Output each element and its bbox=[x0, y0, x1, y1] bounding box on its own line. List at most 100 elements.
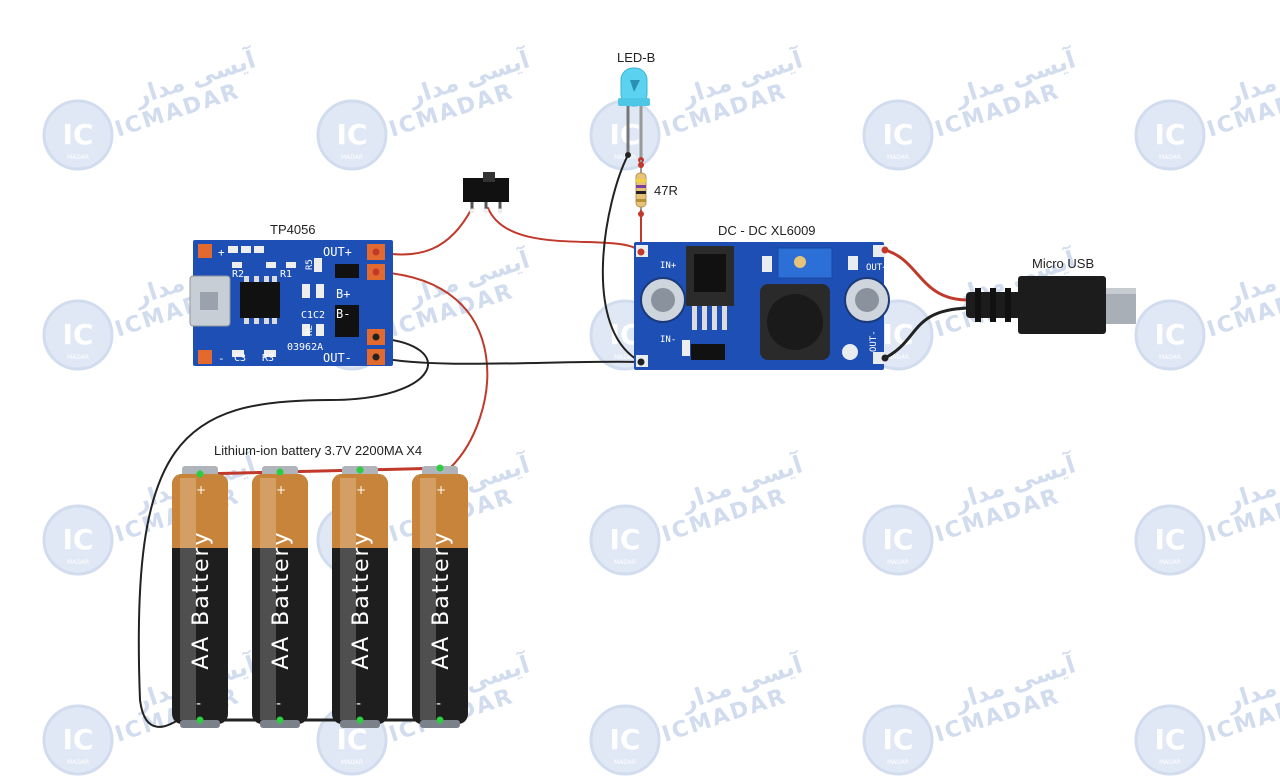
battery-minus-sign: - bbox=[356, 696, 361, 712]
watermark-logo-small: MADAR bbox=[1159, 354, 1181, 361]
watermark-logo: IC bbox=[337, 118, 368, 151]
tp4056-r3-silk: R3 bbox=[262, 353, 274, 364]
watermark-logo-small: MADAR bbox=[67, 559, 89, 566]
tp4056-minus-silk: - bbox=[218, 352, 225, 365]
watermark-logo: IC bbox=[883, 118, 914, 151]
watermark-logo: IC bbox=[1155, 318, 1186, 351]
wire-vout-minus-to-usb bbox=[883, 306, 970, 360]
wire-b-minus-to-battery bbox=[137, 337, 429, 728]
tp4056-r1-silk: R1 bbox=[280, 269, 292, 280]
xl6009-out-plus-silk: OUT+ bbox=[866, 263, 888, 273]
battery-plus-sign: + bbox=[196, 483, 206, 497]
watermark-logo-small: MADAR bbox=[887, 759, 909, 766]
wires bbox=[137, 154, 970, 728]
watermark-logo-small: MADAR bbox=[614, 154, 636, 161]
aa-battery: + - AA Battery bbox=[252, 466, 308, 728]
wire-b-plus-to-battery bbox=[376, 271, 489, 469]
tp4056-plus-silk: + bbox=[218, 246, 225, 259]
resistor-label: 47R bbox=[654, 183, 678, 198]
tp4056-out-minus-silk: OUT- bbox=[323, 351, 352, 365]
micro-usb-plug: Micro USB bbox=[966, 256, 1136, 334]
battery-minus-sign: - bbox=[436, 696, 441, 712]
watermark-logo: IC bbox=[63, 118, 94, 151]
battery-plus-sign: + bbox=[436, 483, 446, 497]
battery-label: AA Battery bbox=[429, 530, 454, 669]
aa-battery: + - AA Battery bbox=[172, 466, 228, 728]
battery-plus-sign: + bbox=[356, 483, 366, 497]
watermark-logo-small: MADAR bbox=[67, 154, 89, 161]
wire-out-minus-to-in-minus bbox=[376, 356, 642, 365]
xl6009-out-minus-silk: OUT- bbox=[869, 330, 879, 352]
tp4056-r5-silk: R5 bbox=[305, 259, 315, 270]
led-label: LED-B bbox=[617, 50, 655, 65]
tp4056-module: TP4056 + - bbox=[189, 222, 393, 366]
watermark-logo: IC bbox=[883, 523, 914, 556]
battery-plus-rail bbox=[198, 466, 447, 476]
watermark-logo: IC bbox=[1155, 723, 1186, 756]
watermark-logo: IC bbox=[1155, 118, 1186, 151]
xl6009-in-minus-silk: IN- bbox=[660, 335, 676, 345]
watermark-logo-small: MADAR bbox=[614, 559, 636, 566]
tp4056-b-plus-silk: B+ bbox=[336, 287, 350, 301]
xl6009-label: DC - DC XL6009 bbox=[718, 223, 816, 238]
battery-label: AA Battery bbox=[189, 530, 214, 669]
xl6009-in-plus-silk: IN+ bbox=[660, 261, 677, 271]
tp4056-c1c2-silk: C1C2 bbox=[301, 310, 325, 321]
battery-label: AA Battery bbox=[269, 530, 294, 669]
tp4056-c3-silk: C3 bbox=[234, 353, 246, 364]
watermark-logo: IC bbox=[610, 118, 641, 151]
watermark-logo: IC bbox=[63, 723, 94, 756]
resistor: 47R bbox=[635, 160, 678, 217]
battery-minus-sign: - bbox=[276, 696, 281, 712]
tp4056-b-minus-silk: B- bbox=[336, 307, 350, 321]
wire-switch-to-in-plus bbox=[487, 207, 642, 253]
watermark-logo-small: MADAR bbox=[1159, 154, 1181, 161]
watermark-logo: IC bbox=[63, 318, 94, 351]
watermark-logo: IC bbox=[337, 723, 368, 756]
watermark-logo-small: MADAR bbox=[1159, 759, 1181, 766]
watermark-logo-small: MADAR bbox=[614, 759, 636, 766]
watermark-logo: IC bbox=[883, 318, 914, 351]
aa-battery: + - AA Battery bbox=[332, 466, 388, 728]
watermark-logo-small: MADAR bbox=[887, 154, 909, 161]
tp4056-r2-silk: R2 bbox=[232, 269, 244, 280]
battery-label: AA Battery bbox=[349, 530, 374, 669]
tp4056-code-silk: 03962A bbox=[287, 342, 323, 353]
battery-minus-sign: - bbox=[196, 696, 201, 712]
tp4056-rl-silk: RL bbox=[305, 325, 315, 336]
xl6009-module: DC - DC XL6009 IN+ IN- bbox=[634, 223, 890, 370]
wire-led-to-in-minus bbox=[601, 154, 642, 363]
slide-switch bbox=[463, 172, 509, 214]
watermark-logo-small: MADAR bbox=[614, 354, 636, 361]
watermark-logo: IC bbox=[1155, 523, 1186, 556]
usb-label: Micro USB bbox=[1032, 256, 1094, 271]
tp4056-label: TP4056 bbox=[270, 222, 316, 237]
watermark-logo-small: MADAR bbox=[341, 154, 363, 161]
battery-plus-sign: + bbox=[276, 483, 286, 497]
battery-pack: Lithium-ion battery 3.7V 2200MA X4 + - AA … bbox=[172, 443, 468, 728]
watermark-logo: IC bbox=[63, 523, 94, 556]
tp4056-out-plus-silk: OUT+ bbox=[323, 245, 352, 259]
battery-pack-label: Lithium-ion battery 3.7V 2200MA X4 bbox=[214, 443, 422, 458]
aa-battery: + - AA Battery bbox=[412, 466, 468, 728]
led: LED-B bbox=[617, 50, 655, 163]
watermark-logo-small: MADAR bbox=[341, 759, 363, 766]
wire-vout-plus-to-usb bbox=[883, 248, 970, 302]
watermark-logo-small: MADAR bbox=[887, 559, 909, 566]
watermark-logo-small: MADAR bbox=[1159, 559, 1181, 566]
watermark-logo: IC bbox=[610, 723, 641, 756]
watermark-logo: IC bbox=[610, 523, 641, 556]
watermark-logo-small: MADAR bbox=[67, 759, 89, 766]
watermark-logo-small: MADAR bbox=[887, 354, 909, 361]
